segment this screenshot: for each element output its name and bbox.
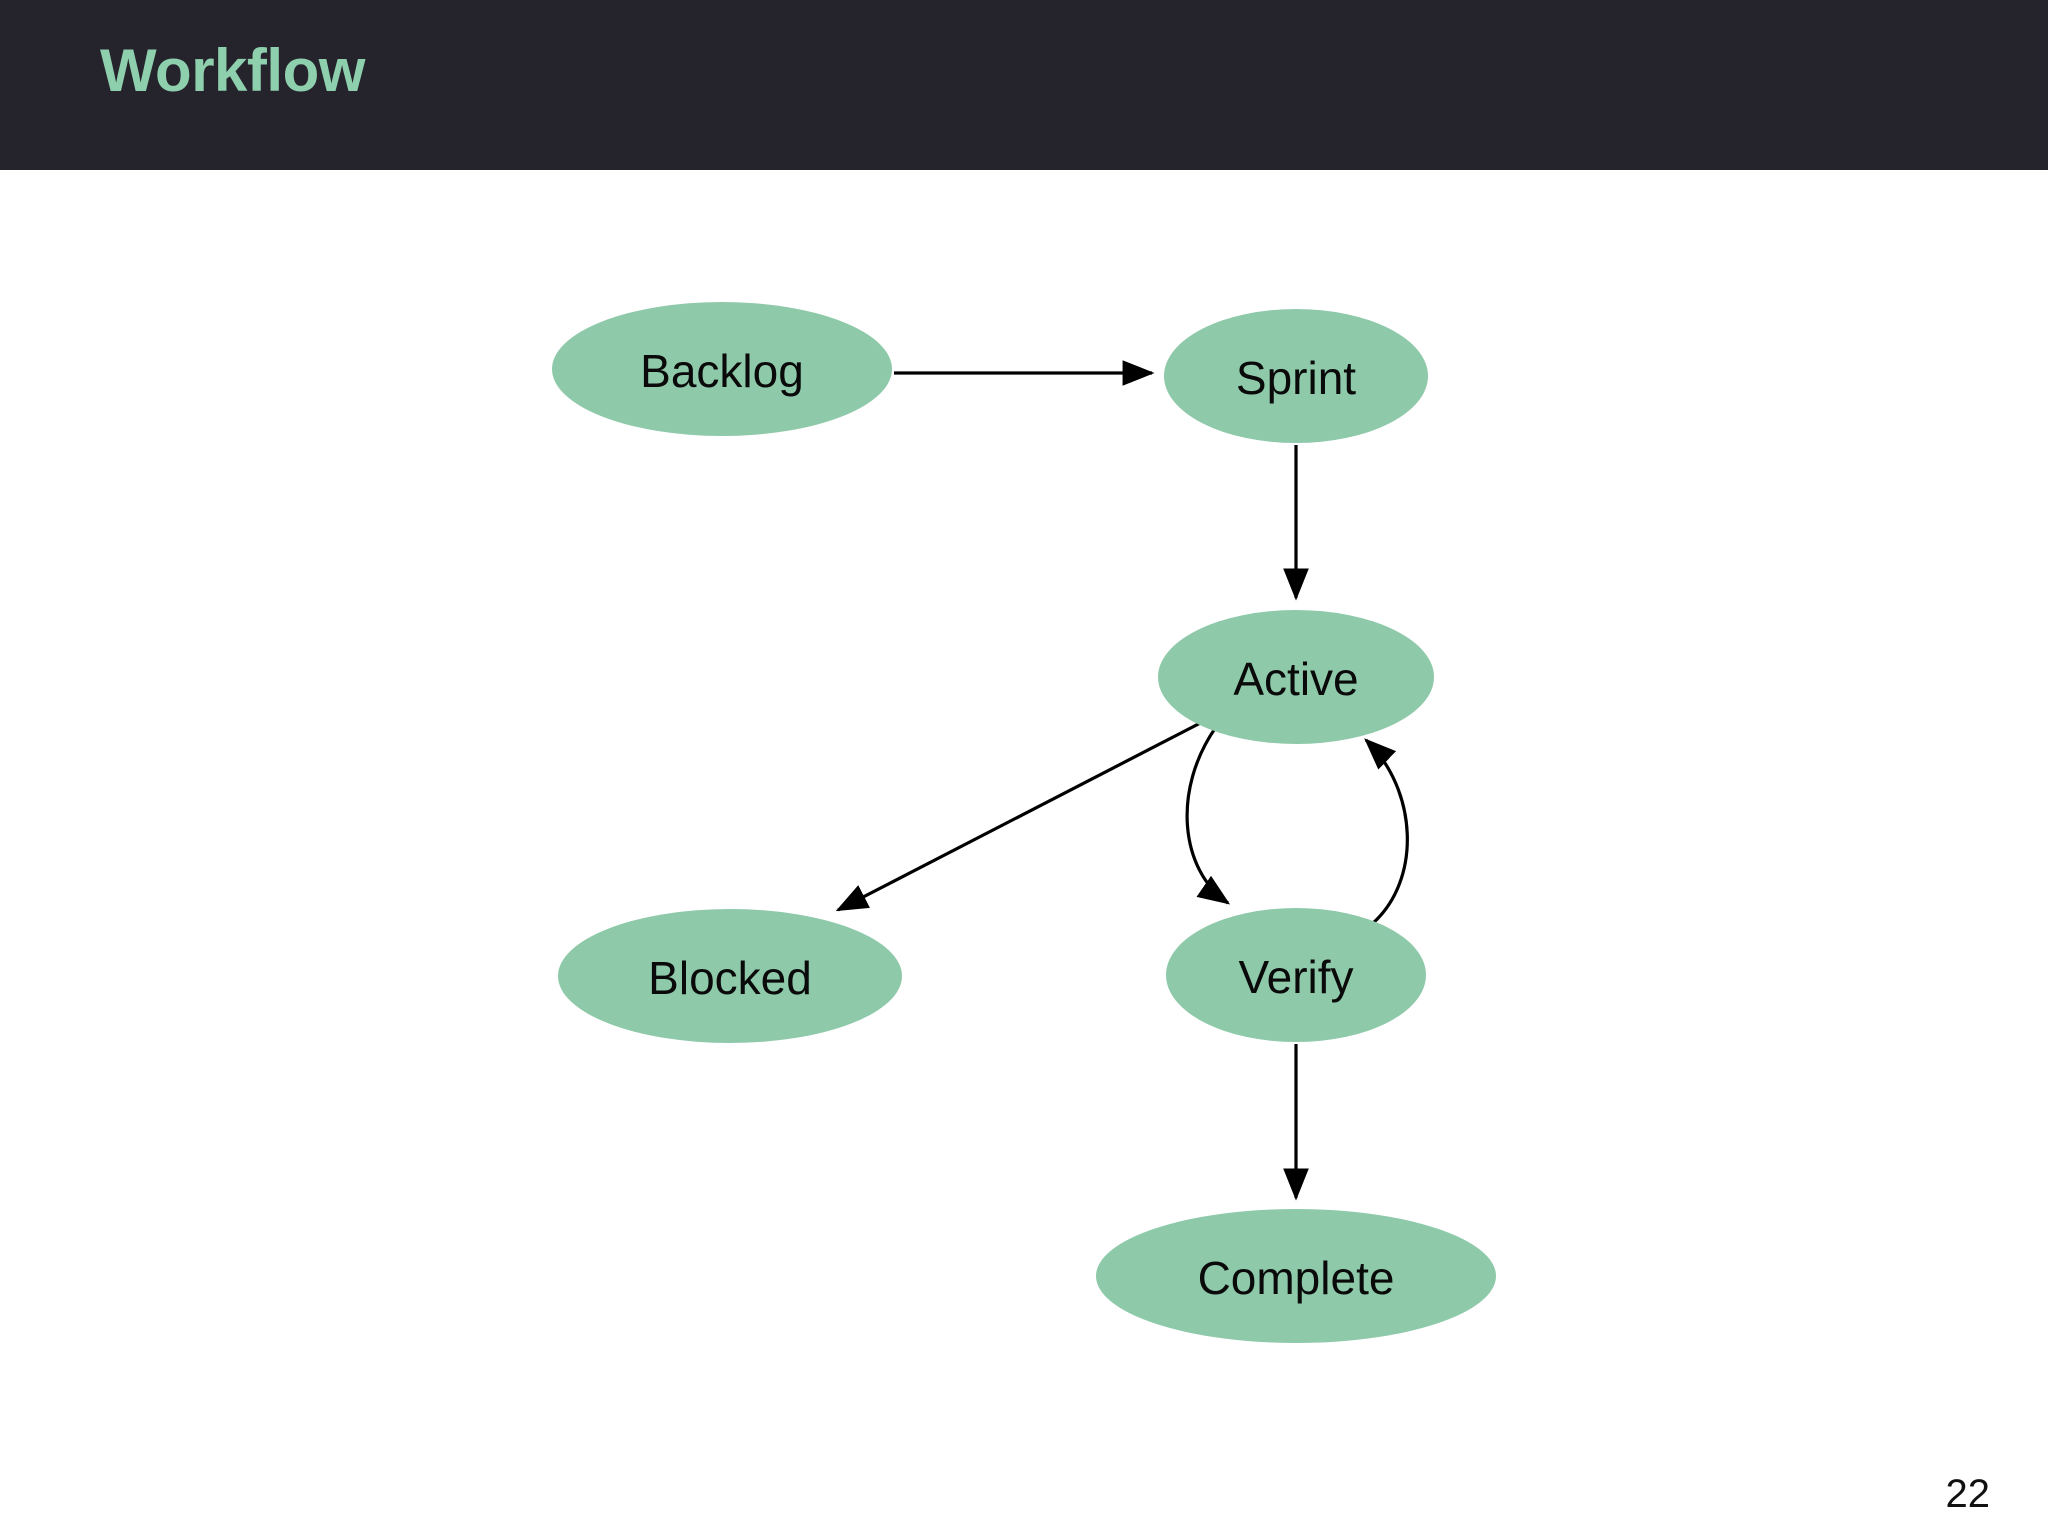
node-sprint-shape[interactable]	[1164, 309, 1428, 443]
node-complete[interactable]: Complete	[1096, 1209, 1496, 1343]
page-number: 22	[1945, 1472, 1991, 1516]
workflow-diagram: Backlog Sprint Active Blocked Verify	[0, 170, 2048, 1536]
node-backlog-label: Backlog	[640, 345, 804, 397]
node-verify-label: Verify	[1238, 951, 1353, 1003]
edge-verify-to-active	[1364, 738, 1409, 926]
edges-layer	[835, 360, 1409, 1201]
node-active[interactable]: Active	[1158, 610, 1434, 744]
node-blocked-shape[interactable]	[558, 909, 902, 1043]
node-complete-label: Complete	[1198, 1252, 1395, 1304]
node-verify[interactable]: Verify	[1166, 908, 1426, 1042]
node-backlog-shape[interactable]	[552, 302, 892, 436]
workflow-diagram-svg: Backlog Sprint Active Blocked Verify	[552, 302, 1496, 1343]
node-sprint[interactable]: Sprint	[1164, 309, 1428, 443]
node-active-shape[interactable]	[1158, 610, 1434, 744]
page-title: Workflow	[100, 37, 365, 104]
slide-header-bar: Workflow	[0, 0, 2048, 170]
node-blocked[interactable]: Blocked	[558, 909, 902, 1043]
node-sprint-label: Sprint	[1236, 352, 1356, 404]
node-backlog[interactable]: Backlog	[552, 302, 892, 436]
node-active-label: Active	[1233, 653, 1358, 705]
node-blocked-label: Blocked	[648, 952, 812, 1004]
edge-active-to-verify	[1185, 726, 1231, 905]
edge-active-to-blocked	[835, 715, 1213, 912]
node-verify-shape[interactable]	[1166, 908, 1426, 1042]
node-complete-shape[interactable]	[1096, 1209, 1496, 1343]
nodes-layer: Backlog Sprint Active Blocked Verify	[552, 302, 1496, 1343]
